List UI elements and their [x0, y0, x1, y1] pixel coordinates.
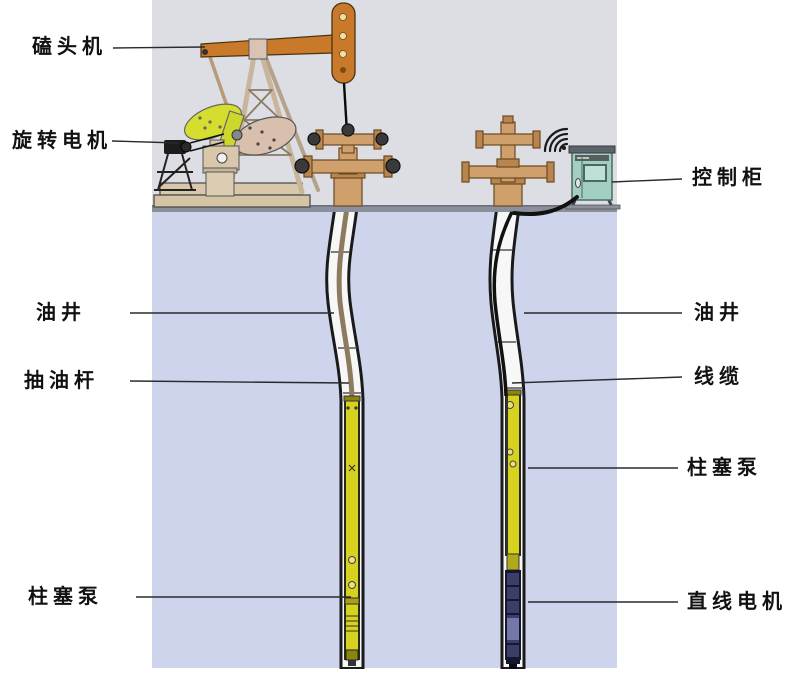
crank-hub — [231, 129, 243, 141]
leader-rotary-motor — [111, 140, 179, 144]
label-plunger-pump-right: 柱塞泵 — [687, 457, 762, 479]
cabinet-handle — [575, 178, 581, 188]
valve-handwheel — [375, 132, 389, 146]
cabinet-vent-mark — [577, 157, 589, 159]
pump-left-cap — [343, 395, 361, 402]
valve-handwheel — [385, 158, 401, 174]
motor-stand — [154, 153, 196, 191]
cable-downhole-run — [492, 211, 514, 397]
wellhead-boss — [496, 158, 520, 168]
wellhead-flange — [546, 161, 555, 183]
underground-region — [152, 212, 617, 668]
label-pumpjack: 磕头机 — [32, 36, 107, 58]
leader-control-cabinet — [611, 178, 683, 183]
counterweight-bolts — [248, 126, 276, 150]
valve-handwheel — [307, 132, 321, 146]
wifi-signal-icon — [543, 127, 569, 153]
valve-handwheel — [341, 123, 355, 137]
ground-strip-edge — [152, 205, 617, 207]
label-rotary-motor: 旋转电机 — [12, 130, 112, 152]
cable-surface-run — [512, 195, 579, 217]
pump-detail — [354, 406, 358, 410]
beam-tail-bearing — [202, 49, 208, 55]
horsehead — [331, 2, 356, 84]
pumpjack-unit — [153, 2, 356, 208]
pump-detail — [348, 581, 356, 589]
cabinet-display — [583, 164, 607, 182]
valve-handwheel — [294, 158, 310, 174]
pump-detail — [509, 460, 517, 468]
plunger-pump-left — [343, 395, 361, 666]
sucker-rod — [336, 206, 355, 399]
pump-detail — [346, 406, 350, 410]
control-cabinet — [565, 145, 621, 210]
label-cable: 线缆 — [694, 366, 744, 388]
pump-motor-coupling — [506, 553, 520, 571]
crank-bolts — [198, 116, 222, 130]
well-right-casing — [491, 205, 523, 667]
rotary-motor — [154, 133, 225, 191]
motor-tip — [509, 664, 517, 669]
label-oil-well-right: 油井 — [694, 302, 744, 324]
wellhead-upper-tee — [481, 133, 535, 146]
pump-left-bottom — [345, 649, 359, 661]
wellhead-flange — [532, 130, 541, 149]
motor-pulley — [180, 141, 192, 153]
pump-hatch — [346, 615, 358, 632]
label-control-cabinet: 控制柜 — [692, 167, 767, 189]
pump-detail — [344, 597, 360, 605]
leader-cable — [511, 376, 683, 384]
background — [152, 0, 617, 668]
wellhead-lower-cross — [309, 159, 387, 174]
wellhead-flange — [461, 161, 470, 183]
ground-strip — [152, 205, 617, 212]
pedestal — [205, 171, 235, 197]
cabinet-base — [565, 204, 621, 210]
wellhead-base — [333, 175, 363, 207]
cabinet-top — [568, 145, 616, 154]
pump-detail — [348, 464, 356, 472]
motor-bottom — [506, 658, 520, 664]
horsehead-holes — [339, 13, 347, 58]
saddle-bearing — [248, 38, 268, 60]
motor-housing — [164, 140, 186, 154]
ground-surface — [152, 205, 617, 212]
cabinet-vent — [575, 155, 609, 161]
leader-lines — [111, 46, 683, 603]
wellhead-cap — [502, 115, 514, 124]
label-oil-well-left: 油井 — [36, 302, 86, 324]
wellhead-right — [461, 115, 555, 207]
drive-belt — [189, 133, 225, 152]
label-plunger-pump-left: 柱塞泵 — [28, 586, 103, 608]
label-sucker-rod: 抽油杆 — [24, 370, 99, 392]
label-linear-motor: 直线电机 — [687, 591, 787, 613]
wellhead-main-cross — [467, 165, 549, 179]
horsehead-hole — [340, 67, 346, 73]
pump-left-tip — [348, 660, 356, 666]
linear-motor — [505, 570, 521, 669]
leader-sucker-rod — [129, 380, 350, 384]
plunger-pump-right — [504, 389, 522, 571]
wellhead-flange — [475, 130, 484, 149]
wellhead-base — [493, 181, 523, 207]
pumpjack-skid-lower — [153, 194, 311, 208]
power-cable — [492, 195, 579, 397]
leader-pumpjack — [112, 46, 206, 49]
gearbox-hub — [216, 152, 228, 164]
wellhead-left — [294, 123, 401, 207]
motor-segments — [506, 585, 520, 645]
pump-detail — [348, 556, 356, 564]
